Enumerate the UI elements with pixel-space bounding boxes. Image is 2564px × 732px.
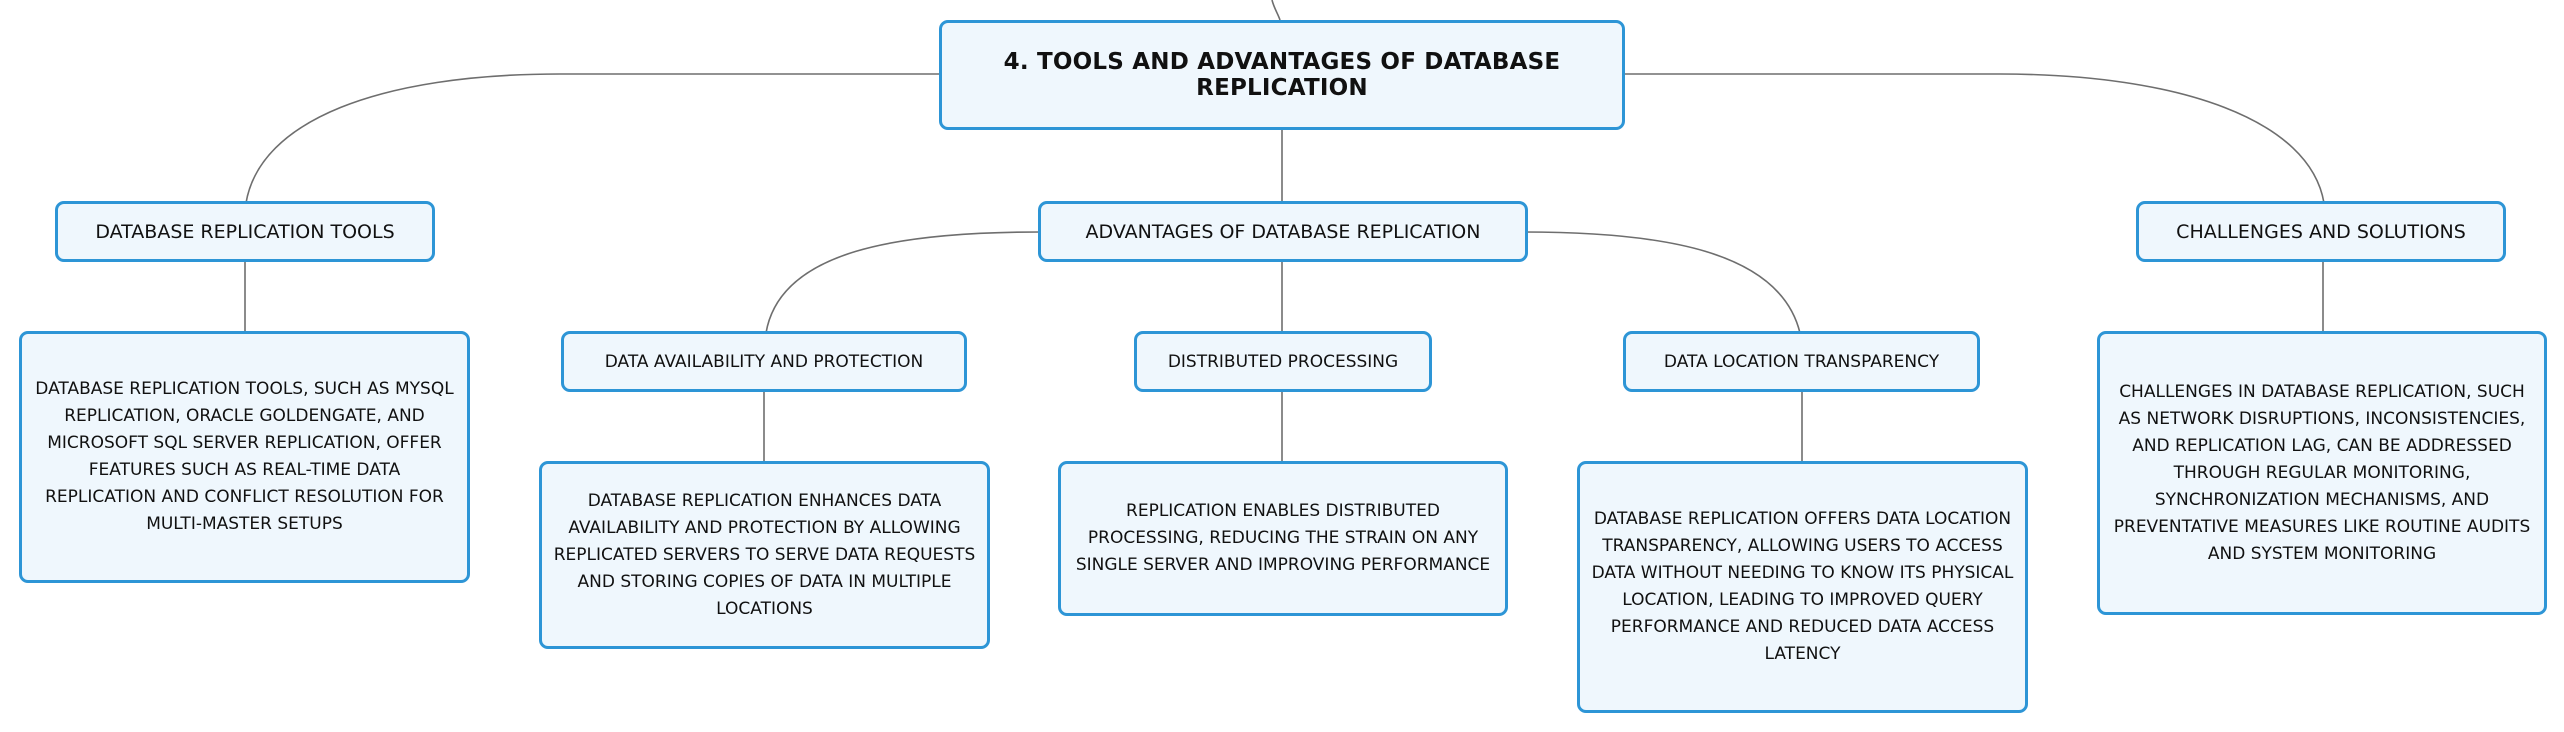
description-database-replication-tools[interactable]: DATABASE REPLICATION TOOLS, SUCH AS MYSQ… bbox=[19, 331, 470, 583]
connector-parent-to-root bbox=[1271, 0, 1281, 21]
topic-label: CHALLENGES AND SOLUTIONS bbox=[2176, 220, 2466, 243]
description-data-location-transparency[interactable]: DATABASE REPLICATION OFFERS DATA LOCATIO… bbox=[1577, 461, 2028, 713]
description-text: DATABASE REPLICATION ENHANCES DATA AVAIL… bbox=[553, 490, 976, 619]
topic-advantages-of-database-replication[interactable]: ADVANTAGES OF DATABASE REPLICATION bbox=[1038, 201, 1528, 262]
description-text: DATABASE REPLICATION TOOLS, SUCH AS MYSQ… bbox=[35, 379, 454, 534]
topic-data-availability-and-protection[interactable]: DATA AVAILABILITY AND PROTECTION bbox=[561, 331, 967, 392]
description-text: DATABASE REPLICATION OFFERS DATA LOCATIO… bbox=[1591, 509, 2014, 664]
connector-root-to-tools bbox=[245, 73, 940, 204]
description-text: CHALLENGES IN DATABASE REPLICATION, SUCH… bbox=[2113, 381, 2531, 564]
topic-distributed-processing[interactable]: DISTRIBUTED PROCESSING bbox=[1134, 331, 1432, 392]
topic-label: DATABASE REPLICATION TOOLS bbox=[95, 220, 395, 243]
connector-root-to-challenges bbox=[1624, 73, 2325, 204]
description-text: REPLICATION ENABLES DISTRIBUTED PROCESSI… bbox=[1075, 501, 1491, 575]
topic-label: DATA LOCATION TRANSPARENCY bbox=[1663, 351, 1940, 372]
root-topic[interactable]: 4. TOOLS AND ADVANTAGES OF DATABASE REPL… bbox=[939, 20, 1625, 130]
description-distributed-processing[interactable]: REPLICATION ENABLES DISTRIBUTED PROCESSI… bbox=[1058, 461, 1508, 616]
connector-advantages-to-transparency bbox=[1523, 231, 1801, 334]
connector-advantages-to-availability bbox=[765, 231, 1041, 334]
description-challenges-and-solutions[interactable]: CHALLENGES IN DATABASE REPLICATION, SUCH… bbox=[2097, 331, 2547, 615]
root-topic-label: 4. TOOLS AND ADVANTAGES OF DATABASE REPL… bbox=[1003, 49, 1561, 101]
topic-label: ADVANTAGES OF DATABASE REPLICATION bbox=[1085, 220, 1481, 243]
description-data-availability-and-protection[interactable]: DATABASE REPLICATION ENHANCES DATA AVAIL… bbox=[539, 461, 990, 649]
topic-database-replication-tools[interactable]: DATABASE REPLICATION TOOLS bbox=[55, 201, 435, 262]
topic-label: DATA AVAILABILITY AND PROTECTION bbox=[604, 351, 924, 372]
topic-data-location-transparency[interactable]: DATA LOCATION TRANSPARENCY bbox=[1623, 331, 1980, 392]
topic-label: DISTRIBUTED PROCESSING bbox=[1167, 351, 1399, 372]
topic-challenges-and-solutions[interactable]: CHALLENGES AND SOLUTIONS bbox=[2136, 201, 2506, 262]
